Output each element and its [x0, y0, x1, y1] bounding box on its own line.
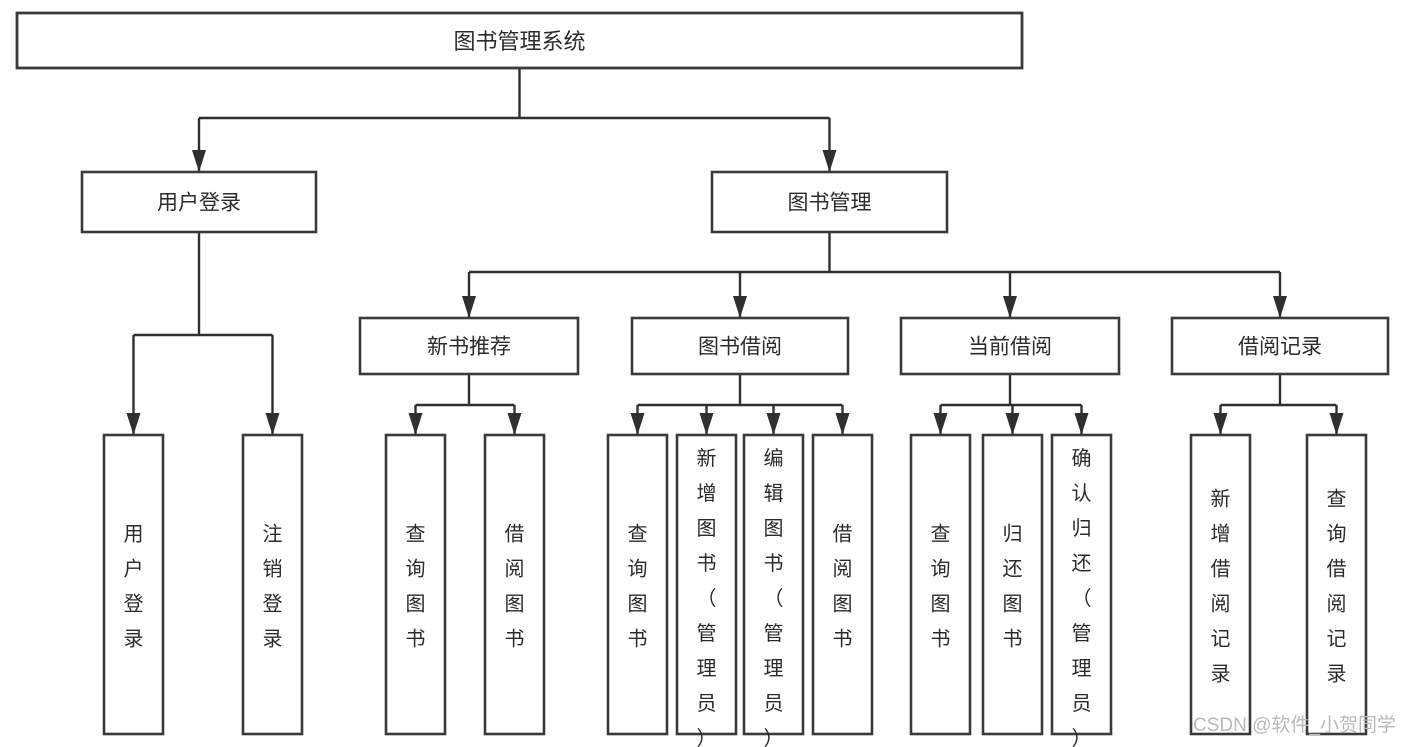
node-leaf-leaf-logout[interactable]: 注销登录	[241, 433, 304, 736]
node-level3-book-borrow[interactable]: 图书借阅	[630, 316, 850, 376]
arrow-head-icon	[822, 150, 837, 172]
node-level3-book-borrow-label: 图书借阅	[698, 336, 782, 359]
arrow-head-icon	[733, 296, 747, 318]
node-level3-borrow-record[interactable]: 借阅记录	[1170, 316, 1390, 376]
node-root-label: 图书管理系统	[453, 29, 585, 54]
node-leaf-leaf-query-book-1-label: 查询图书	[406, 523, 426, 651]
node-leaf-leaf-query-book-3[interactable]: 查询图书	[909, 433, 972, 736]
node-leaf-leaf-return-book-label: 归还图书	[1003, 523, 1023, 651]
arrow-head-icon	[1003, 296, 1017, 318]
node-leaf-leaf-edit-book-label: 编辑图书（管理员）	[764, 447, 784, 747]
node-level3-current-borrow[interactable]: 当前借阅	[899, 316, 1121, 376]
arrow-head-icon	[630, 413, 645, 435]
arrow-head-icon	[192, 150, 206, 172]
node-level3-borrow-record-label: 借阅记录	[1238, 336, 1322, 359]
node-leaf-leaf-add-book[interactable]: 新增图书（管理员）	[675, 433, 738, 747]
node-leaf-leaf-logout-label: 注销登录	[263, 523, 283, 651]
arrow-head-icon	[265, 413, 280, 435]
node-leaf-leaf-add-borrow-record-label: 新增借阅记录	[1211, 488, 1231, 686]
node-leaf-leaf-borrow-book-1[interactable]: 借阅图书	[483, 433, 546, 736]
node-leaf-leaf-query-borrow-record-label: 查询借阅记录	[1327, 488, 1347, 686]
node-leaf-leaf-borrow-book-2[interactable]: 借阅图书	[811, 433, 874, 736]
arrow-head-icon	[462, 296, 476, 318]
node-leaf-leaf-borrow-book-1-label: 借阅图书	[505, 523, 525, 651]
arrow-head-icon	[933, 413, 948, 435]
node-leaf-leaf-borrow-book-2-label: 借阅图书	[833, 523, 853, 651]
arrow-head-icon	[1329, 413, 1344, 435]
node-leaf-leaf-query-borrow-record[interactable]: 查询借阅记录	[1305, 433, 1368, 736]
node-level2-user-login[interactable]: 用户登录	[80, 170, 318, 234]
arrow-head-icon	[1213, 413, 1228, 435]
node-leaf-leaf-query-book-1[interactable]: 查询图书	[384, 433, 447, 736]
arrow-head-icon	[699, 413, 714, 435]
node-leaf-leaf-return-book[interactable]: 归还图书	[981, 433, 1044, 736]
node-root[interactable]: 图书管理系统	[15, 11, 1024, 70]
node-leaf-leaf-user-login-label: 用户登录	[124, 524, 144, 651]
arrow-head-icon	[1273, 296, 1287, 318]
node-leaf-leaf-query-book-3-label: 查询图书	[931, 523, 951, 651]
node-leaf-leaf-confirm-return[interactable]: 确认归还（管理员）	[1050, 433, 1113, 747]
arrow-head-icon	[507, 413, 522, 435]
arrow-head-icon	[766, 413, 781, 435]
arrow-head-icon	[1074, 413, 1089, 435]
node-leaf-leaf-edit-book[interactable]: 编辑图书（管理员）	[742, 433, 805, 747]
node-level2-book-manage-label: 图书管理	[788, 192, 872, 215]
connector-layer	[126, 68, 1344, 435]
arrow-head-icon	[126, 413, 141, 435]
node-level3-new-book-recommend[interactable]: 新书推荐	[358, 316, 580, 376]
node-leaf-leaf-add-book-label: 新增图书（管理员）	[697, 447, 717, 747]
node-leaf-leaf-query-book-2-label: 查询图书	[628, 523, 648, 651]
node-leaf-leaf-add-borrow-record[interactable]: 新增借阅记录	[1189, 433, 1252, 736]
arrow-head-icon	[408, 413, 423, 435]
watermark-label: CSDN @软件_小贺同学	[1193, 714, 1396, 736]
node-layer: 图书管理系统用户登录图书管理新书推荐图书借阅当前借阅借阅记录用户登录注销登录查询…	[15, 11, 1390, 747]
arrow-head-icon	[1005, 413, 1020, 435]
node-level3-current-borrow-label: 当前借阅	[968, 336, 1052, 359]
node-leaf-leaf-query-book-2[interactable]: 查询图书	[606, 433, 669, 736]
node-leaf-leaf-confirm-return-label: 确认归还（管理员）	[1072, 447, 1092, 747]
node-leaf-leaf-user-login[interactable]: 用户登录	[102, 433, 165, 736]
node-level3-new-book-recommend-label: 新书推荐	[427, 336, 511, 359]
node-level2-book-manage[interactable]: 图书管理	[710, 170, 949, 234]
arrow-head-icon	[835, 413, 850, 435]
node-level2-user-login-label: 用户登录	[157, 192, 241, 215]
